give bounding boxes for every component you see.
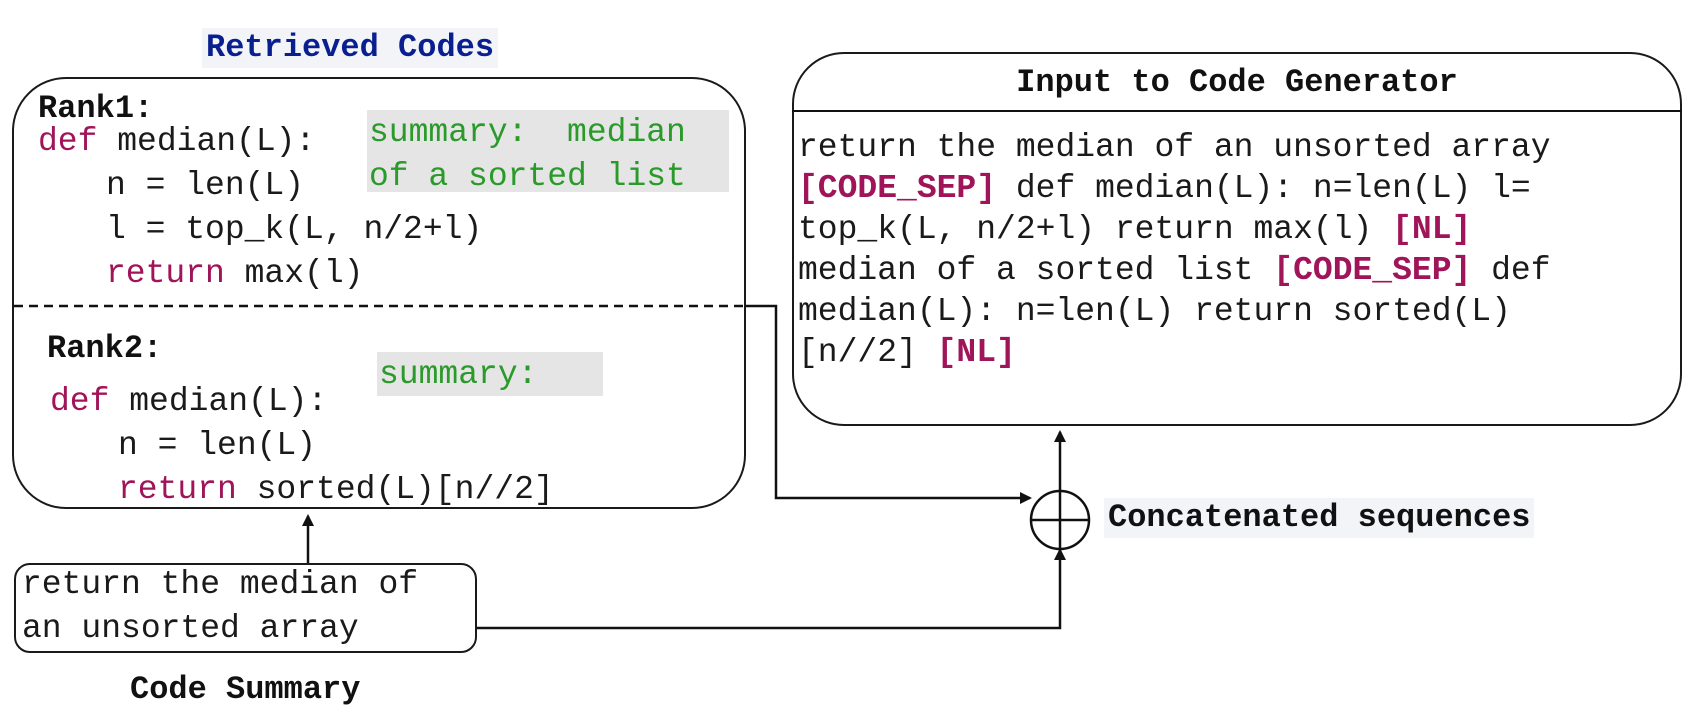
generator-text-segment: median of a sorted list: [798, 252, 1274, 289]
generator-line: median of a sorted list [CODE_SEP] def: [798, 250, 1678, 291]
code-summary-line1: return the median of: [22, 566, 419, 603]
code-summary-caption: Code Summary: [130, 671, 361, 708]
retrieved-codes-title: Retrieved Codes: [202, 28, 499, 68]
rank2-line2: n = len(L): [118, 427, 317, 464]
rank1-line2: n = len(L): [106, 167, 305, 204]
rank2-return-expr: sorted(L)[n//2]: [236, 471, 554, 508]
concat-plus-icon: [1029, 489, 1091, 551]
rank2-line3: return sorted(L)[n//2]: [118, 468, 554, 512]
generator-title-divider: [792, 110, 1682, 112]
rank1-label: Rank1:: [38, 90, 154, 127]
generator-text-segment: [n//2]: [798, 334, 937, 371]
retrieved-codes-box: [12, 77, 746, 509]
summary-to-concat-arrow: [477, 548, 1066, 630]
generator-text-segment: return the median of an unsorted array: [798, 129, 1551, 166]
generator-line: median(L): n=len(L) return sorted(L): [798, 291, 1678, 332]
generator-line: [n//2] [NL]: [798, 332, 1678, 373]
code-summary-box: [14, 563, 477, 653]
rank1-summary-line1: summary: median: [369, 114, 686, 151]
generator-line: [CODE_SEP] def median(L): n=len(L) l=: [798, 168, 1678, 209]
def-keyword: def: [50, 383, 110, 420]
return-keyword: return: [118, 471, 237, 508]
retrieved-to-concat-arrow: [744, 304, 1032, 504]
rank1-summary-bg: [367, 110, 729, 192]
special-token: [CODE_SEP]: [1273, 252, 1472, 289]
rank2-summary-bg: [377, 352, 603, 396]
generator-line: top_k(L, n/2+l) return max(l) [NL]: [798, 209, 1678, 250]
generator-text-segment: median(L): n=len(L) return sorted(L): [798, 293, 1511, 330]
generator-input-text: return the median of an unsorted array[C…: [798, 127, 1678, 373]
rank1-line3: l = top_k(L, n/2+l): [106, 211, 483, 248]
generator-title: Input to Code Generator: [1016, 64, 1458, 101]
code-generator-box: [792, 52, 1682, 426]
rank1-line1: def median(L):: [38, 120, 315, 164]
rank1-summary-line2: of a sorted list: [369, 158, 686, 195]
generator-text-segment: def: [1471, 252, 1551, 289]
generator-text-segment: def median(L): n=len(L) l=: [996, 170, 1531, 207]
special-token: [NL]: [936, 334, 1016, 371]
rank2-summary: summary:: [379, 356, 538, 393]
def-keyword: def: [38, 123, 98, 160]
code-summary-line2: an unsorted array: [22, 610, 359, 647]
rank1-line4: return max(l): [106, 252, 363, 296]
generator-text-segment: top_k(L, n/2+l) return max(l): [798, 211, 1393, 248]
rank1-return-expr: max(l): [224, 255, 364, 292]
rank2-signature: median(L):: [109, 383, 328, 420]
concatenated-sequences-label: Concatenated sequences: [1104, 498, 1535, 538]
generator-line: return the median of an unsorted array: [798, 127, 1678, 168]
special-token: [NL]: [1392, 211, 1472, 248]
rank1-signature: median(L):: [97, 123, 316, 160]
rank2-line1: def median(L):: [50, 380, 327, 424]
return-keyword: return: [106, 255, 225, 292]
rank2-label: Rank2:: [47, 330, 163, 367]
special-token: [CODE_SEP]: [798, 170, 997, 207]
